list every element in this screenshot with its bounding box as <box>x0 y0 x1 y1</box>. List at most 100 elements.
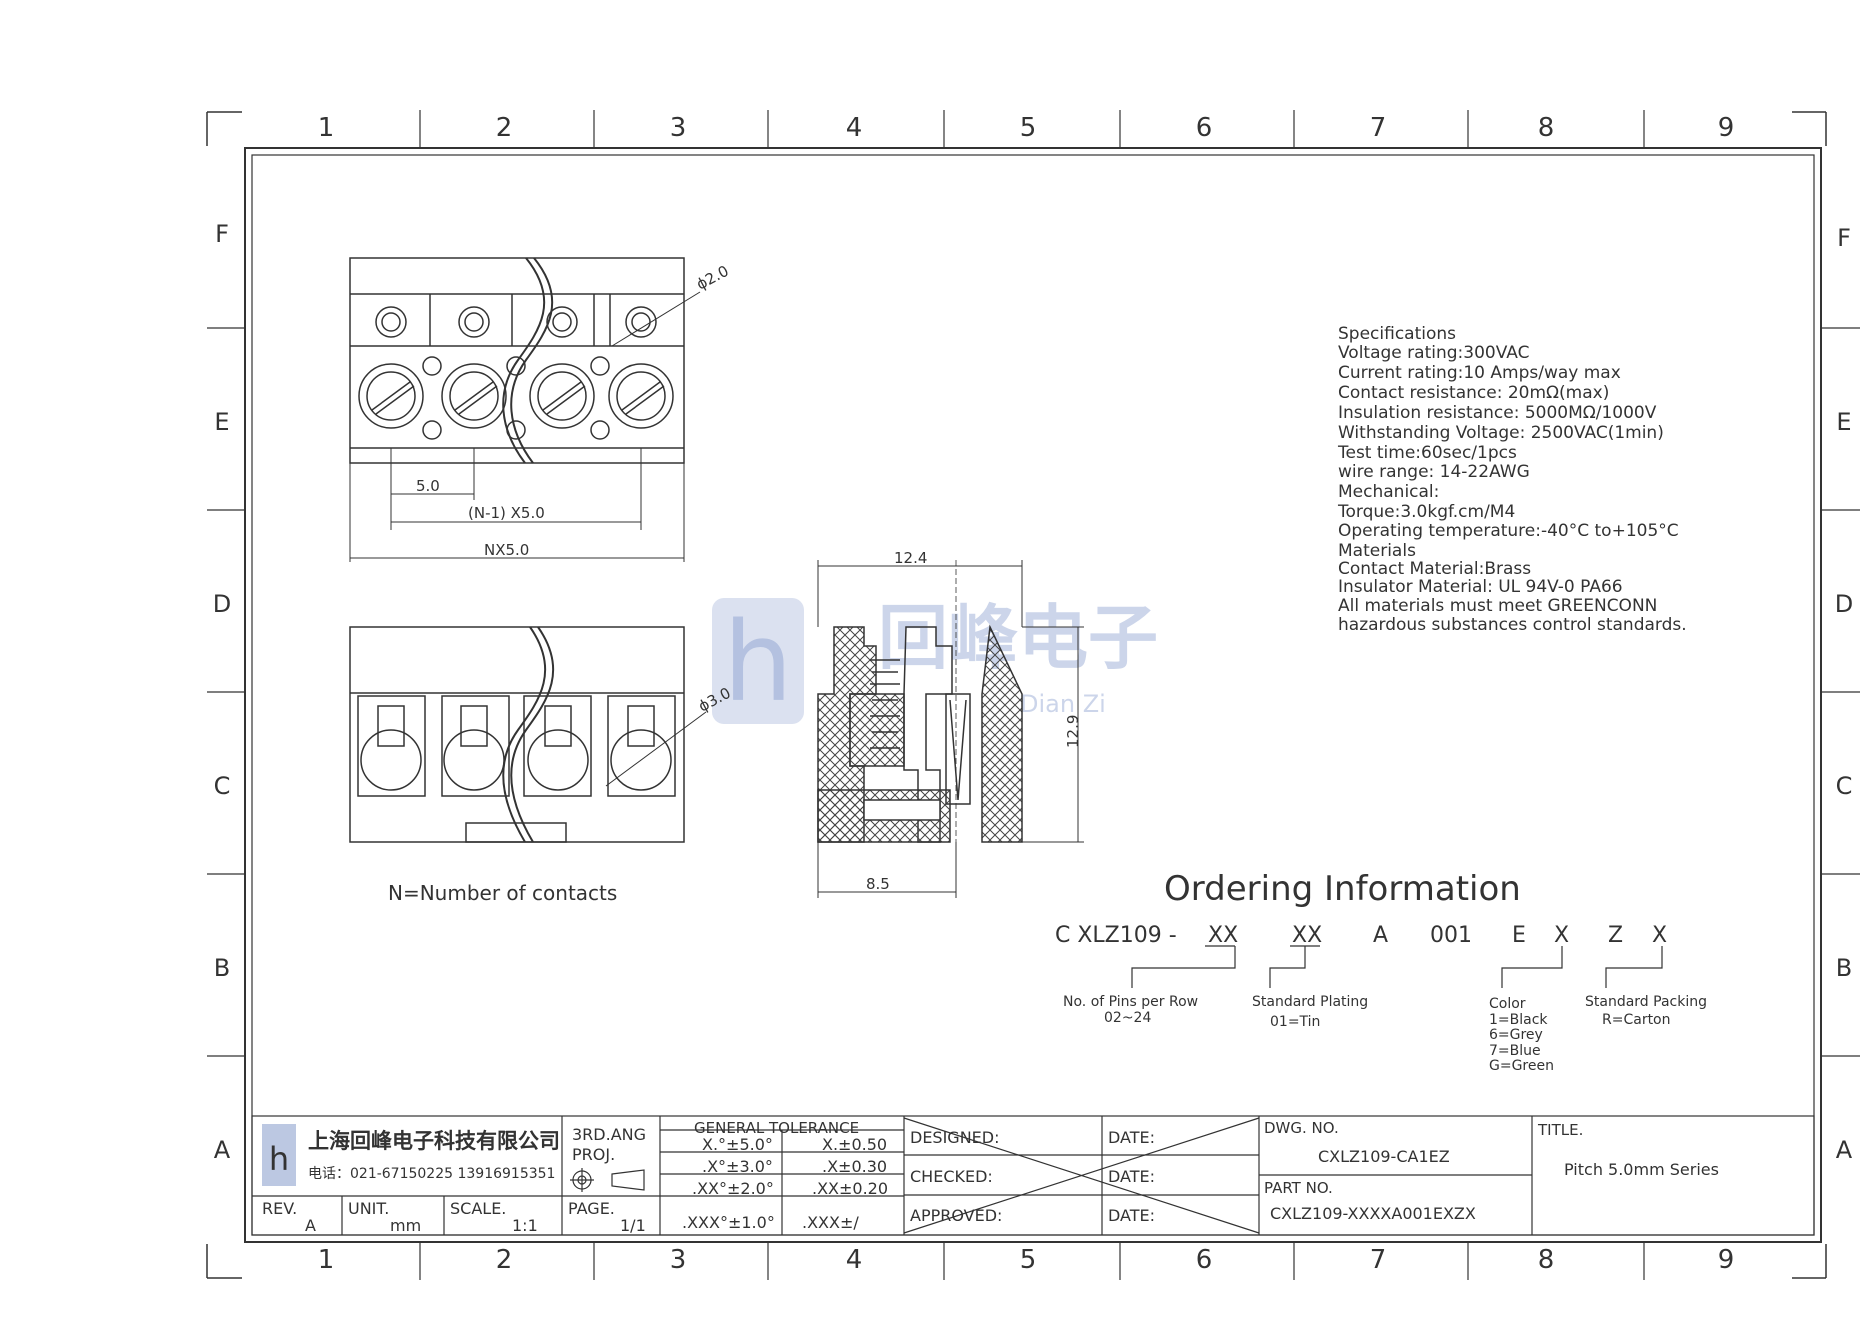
spec-line: Contact Material:Brass <box>1338 559 1531 579</box>
projection-label-2: PROJ. <box>572 1145 615 1164</box>
row-label: D <box>1835 590 1853 618</box>
legend-plating: Standard Plating <box>1252 994 1368 1010</box>
title-block <box>251 1115 1815 1236</box>
company-logo-icon: h <box>262 1124 296 1186</box>
legend-packing: Standard Packing <box>1585 994 1707 1010</box>
row-ticks <box>207 327 1860 1057</box>
col-label: 9 <box>1718 1245 1735 1275</box>
pitch-dimension: 5.0 <box>416 477 440 495</box>
col-label: 1 <box>318 1245 335 1275</box>
watermark-logo-letter: h <box>723 598 793 726</box>
spec-line: Insulation resistance: 5000MΩ/1000V <box>1338 403 1657 423</box>
spec-line: Operating temperature:-40°C to+105°C <box>1338 521 1679 541</box>
ordering-title: Ordering Information <box>1164 869 1521 909</box>
part-code-e: E <box>1512 923 1526 948</box>
spec-line: Mechanical: <box>1338 482 1439 502</box>
row-labels-right: F E D C B A <box>1835 224 1853 1164</box>
screw-head-icon <box>375 306 657 338</box>
row-label: E <box>1836 408 1851 436</box>
row-label: B <box>214 954 230 982</box>
legend-color-grey: 6=Grey <box>1489 1027 1543 1043</box>
small-holes <box>422 356 610 440</box>
watermark-pinyin: Dian Zi <box>1020 690 1106 718</box>
legend-color-black: 1=Black <box>1489 1012 1548 1028</box>
unit-label: UNIT. <box>348 1199 389 1218</box>
company-name: 上海回峰电子科技有限公司 <box>308 1129 560 1153</box>
designed-date-label: DATE: <box>1108 1128 1155 1147</box>
tolerance-cell: .XX±0.20 <box>812 1179 888 1198</box>
col-label: 6 <box>1196 113 1213 143</box>
legend-pins: No. of Pins per Row <box>1063 994 1198 1010</box>
column-ticks <box>419 110 1645 1280</box>
spec-line: Insulator Material: UL 94V-0 PA66 <box>1338 577 1623 597</box>
watermark-logo-icon <box>712 598 804 724</box>
part-code-pins: XX <box>1208 923 1238 948</box>
n-minus-1-dimension: (N-1) X5.0 <box>468 504 545 522</box>
col-label: 9 <box>1718 113 1735 143</box>
row-label: B <box>1836 954 1852 982</box>
col-label: 8 <box>1538 113 1555 143</box>
watermark: h 回峰电子 Dian Zi <box>712 597 1158 726</box>
part-code-z: Z <box>1608 923 1623 948</box>
side-width-dimension: 12.4 <box>894 549 927 567</box>
spec-line: Specifications <box>1338 324 1456 344</box>
ordering-information: Ordering Information C XLZ109 - XX XX A … <box>1055 869 1707 1074</box>
col-label: 3 <box>670 113 687 143</box>
rev-value: A <box>305 1216 316 1235</box>
row-label: A <box>214 1136 231 1164</box>
part-no-value: CXLZ109-XXXXA001EXZX <box>1270 1204 1476 1223</box>
spec-line: Withstanding Voltage: 2500VAC(1min) <box>1338 423 1664 443</box>
spec-line: Contact resistance: 20mΩ(max) <box>1338 383 1609 403</box>
col-label: 6 <box>1196 1245 1213 1275</box>
row-label: C <box>1836 772 1853 800</box>
side-view <box>817 560 1084 898</box>
tolerance-cell: X.±0.50 <box>822 1135 887 1154</box>
tolerance-title: GENERAL TOLERANCE <box>694 1119 859 1137</box>
checked-date-label: DATE: <box>1108 1167 1155 1186</box>
corner-marks <box>206 111 1827 1279</box>
spec-line: wire range: 14-22AWG <box>1338 462 1530 482</box>
legend-color-blue: 7=Blue <box>1489 1043 1541 1059</box>
terminal-screw-icon <box>358 363 674 429</box>
break-line <box>502 257 546 464</box>
page-label: PAGE. <box>568 1199 615 1218</box>
tolerance-table: X.°±5.0° X.±0.50 .X°±3.0° .X±0.30 .XX°±2… <box>682 1135 888 1232</box>
row-label: E <box>214 408 229 436</box>
side-base-dimension: 8.5 <box>866 875 890 893</box>
approved-date-label: DATE: <box>1108 1206 1155 1225</box>
part-code-plating: XX <box>1292 923 1322 948</box>
col-label: 7 <box>1370 1245 1387 1275</box>
row-label: C <box>214 772 231 800</box>
title-value: Pitch 5.0mm Series <box>1564 1160 1719 1179</box>
dwg-no-value: CXLZ109-CA1EZ <box>1318 1147 1450 1166</box>
tolerance-cell: .XXX±/ <box>802 1213 859 1232</box>
specifications: Specifications Voltage rating:300VAC Cur… <box>1337 324 1687 635</box>
part-code-prefix: C XLZ109 - <box>1055 923 1177 948</box>
approved-label: APPROVED: <box>910 1206 1002 1225</box>
front-view <box>349 626 707 843</box>
spec-line: Voltage rating:300VAC <box>1338 343 1529 363</box>
part-no-label: PART NO. <box>1264 1179 1333 1197</box>
tolerance-cell: X.°±5.0° <box>702 1135 773 1154</box>
column-labels-bottom: 1 2 3 4 5 6 7 8 9 <box>318 1245 1735 1275</box>
col-label: 3 <box>670 1245 687 1275</box>
designed-label: DESIGNED: <box>910 1128 1000 1147</box>
part-code-color: X <box>1554 923 1569 948</box>
side-height-dimension: 12.9 <box>1064 715 1082 748</box>
total-dimension: NX5.0 <box>484 541 529 559</box>
legend-color-green: G=Green <box>1489 1058 1554 1074</box>
row-labels-left: F E D C B A <box>213 220 231 1164</box>
col-label: 1 <box>318 113 335 143</box>
part-code-packing: X <box>1652 923 1667 948</box>
part-code-a: A <box>1373 923 1388 948</box>
checked-label: CHECKED: <box>910 1167 993 1186</box>
part-code-001: 001 <box>1430 923 1472 948</box>
top-view <box>349 257 701 562</box>
column-labels-top: 1 2 3 4 5 6 7 8 9 <box>318 113 1735 143</box>
outer-frame <box>244 147 1822 1243</box>
dwg-no-label: DWG. NO. <box>1264 1119 1339 1137</box>
col-label: 2 <box>496 1245 513 1275</box>
legend-pins-range: 02~24 <box>1104 1010 1151 1026</box>
col-label: 8 <box>1538 1245 1555 1275</box>
